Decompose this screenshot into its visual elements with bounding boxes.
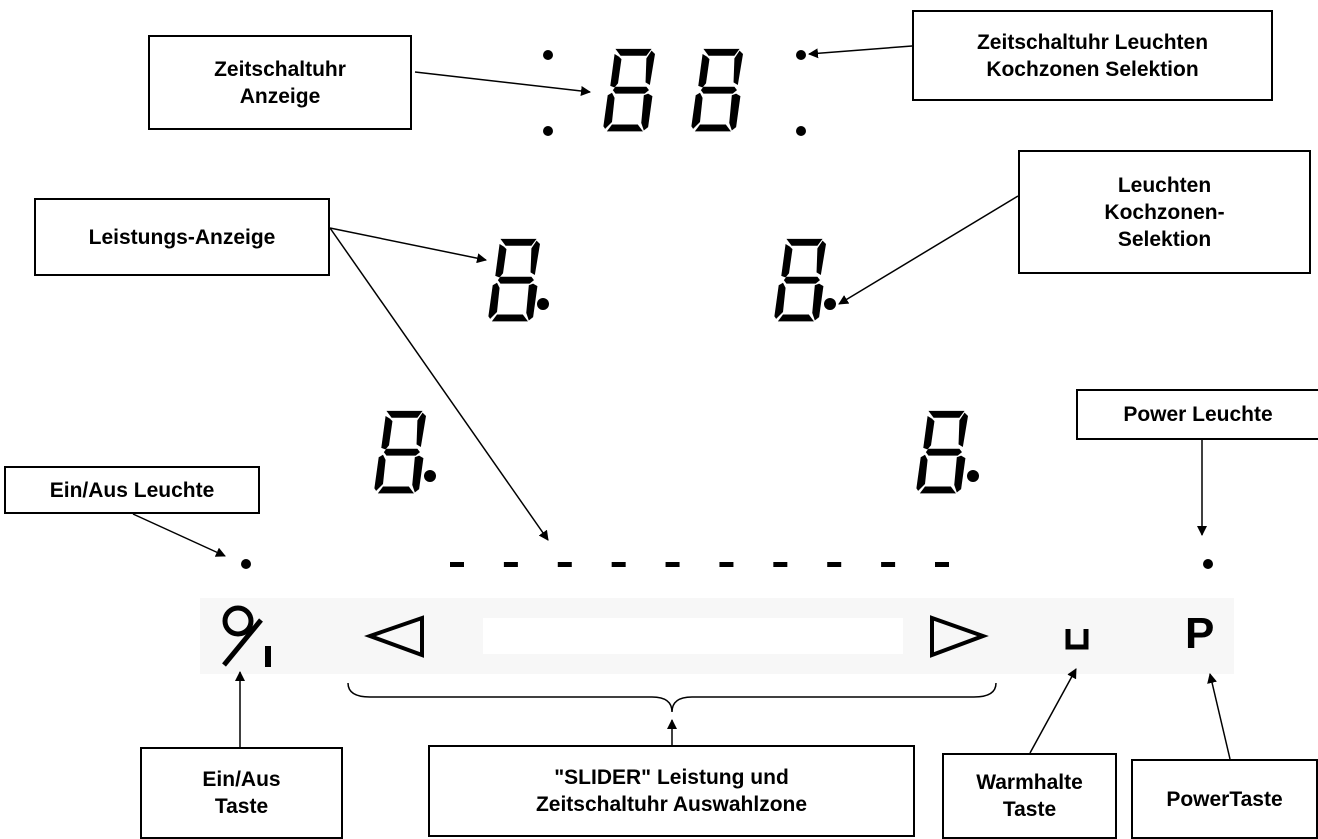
callout-timer-lights xyxy=(808,45,913,59)
triangle-right-icon[interactable] xyxy=(930,615,989,658)
callout-zone-select-lights xyxy=(838,195,1019,305)
callout-power-key xyxy=(1207,673,1231,760)
label-power-key: PowerTaste xyxy=(1131,759,1318,839)
callout-power-display-slider xyxy=(329,227,549,541)
slider-level-mark xyxy=(773,562,788,567)
slider-brace xyxy=(347,682,997,713)
label-power-display: Leistungs-Anzeige xyxy=(34,198,330,276)
slider-level-mark xyxy=(881,562,896,567)
callout-timer-display xyxy=(414,71,591,96)
callout-keep-warm-key xyxy=(1029,668,1077,754)
slider-level-mark xyxy=(935,562,949,567)
power-display-rear-left xyxy=(488,238,549,322)
label-line: Kochzonen Selektion xyxy=(986,57,1199,81)
slider-touch-area[interactable] xyxy=(483,618,903,654)
power-display-front-left xyxy=(374,410,436,494)
power-key-symbol[interactable]: P xyxy=(1185,609,1215,658)
label-line: Zeitschaltuhr xyxy=(214,57,346,81)
label-line: Leistungs-Anzeige xyxy=(88,225,276,249)
label-line: Zeitschaltuhr Leuchten xyxy=(976,30,1209,54)
timer-display xyxy=(603,48,743,132)
label-line: Taste xyxy=(1002,798,1057,821)
label-on-off-light: Ein/Aus Leuchte xyxy=(4,466,260,514)
slider-level-mark xyxy=(611,562,626,567)
slider-level-mark xyxy=(827,562,842,567)
label-line: Zeitschaltuhr Auswahlzone xyxy=(535,793,808,816)
label-timer-display: Zeitschaltuhr Anzeige xyxy=(148,35,412,130)
callout-power-display xyxy=(329,227,487,264)
label-zone-select-lights: Leuchten Kochzonen- Selektion xyxy=(1018,150,1311,274)
power-indicator-light xyxy=(1203,559,1213,569)
label-line: Ein/Aus Leuchte xyxy=(49,478,215,502)
label-line: "SLIDER" Leistung und xyxy=(554,766,789,789)
label-line: Anzeige xyxy=(239,84,321,108)
on-off-icon[interactable] xyxy=(222,605,271,667)
label-line: Kochzonen- xyxy=(1104,200,1225,224)
slider-level-mark xyxy=(719,562,734,567)
slider-level-mark xyxy=(450,562,464,567)
timer-digit-1 xyxy=(603,48,655,132)
triangle-left-icon[interactable] xyxy=(364,615,424,658)
label-keep-warm-key: Warmhalte Taste xyxy=(942,753,1117,839)
label-slider-zone: "SLIDER" Leistung und Zeitschaltuhr Ausw… xyxy=(428,745,915,837)
timer-digit-2 xyxy=(691,48,743,132)
slider-level-mark xyxy=(557,562,572,567)
label-power-light: Power Leuchte xyxy=(1076,389,1318,440)
power-display-rear-right xyxy=(774,238,836,322)
label-line: Leuchten xyxy=(1117,173,1212,197)
timer-colon-dots xyxy=(543,50,806,136)
label-line: PowerTaste xyxy=(1166,787,1283,811)
label-timer-lights: Zeitschaltuhr Leuchten Kochzonen Selekti… xyxy=(912,10,1273,101)
label-line: Taste xyxy=(214,795,269,818)
label-line: Power Leuchte xyxy=(1123,403,1273,426)
label-line: Ein/Aus xyxy=(202,768,281,791)
label-line: Selektion xyxy=(1117,227,1212,251)
label-on-off-key: Ein/Aus Taste xyxy=(140,747,343,839)
slider-level-mark xyxy=(503,562,518,567)
callout-on-off-light xyxy=(132,513,226,557)
power-display-front-right xyxy=(916,410,979,494)
keep-warm-icon[interactable] xyxy=(1065,629,1089,650)
on-off-indicator-light xyxy=(241,559,251,569)
slider-level-mark xyxy=(665,562,680,567)
label-line: Warmhalte xyxy=(976,771,1083,794)
slider-level-marks xyxy=(450,562,949,567)
